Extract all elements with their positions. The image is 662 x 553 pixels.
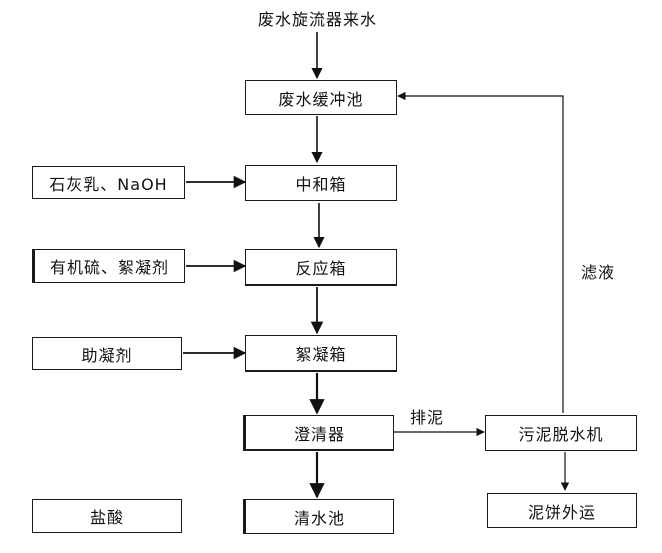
lime-naoh-input-box: 石灰乳、NaOH bbox=[32, 166, 185, 199]
arrow-filtrate-return bbox=[397, 91, 564, 413]
clarifier-box: 澄清器 bbox=[243, 415, 394, 451]
organosulfide-flocculant-input-box: 有机硫、絮凝剂 bbox=[32, 249, 185, 283]
sludge-cake-out-box: 泥饼外运 bbox=[487, 493, 637, 528]
clear-water-tank-box: 清水池 bbox=[243, 499, 394, 534]
sludge-dewatering-box: 污泥脱水机 bbox=[485, 415, 637, 451]
hydrochloric-acid-box: 盐酸 bbox=[32, 499, 182, 533]
coagulant-aid-input-box: 助凝剂 bbox=[32, 337, 182, 370]
source-label: 废水旋流器来水 bbox=[258, 10, 378, 29]
filtrate-label: 滤液 bbox=[581, 263, 616, 282]
buffer-tank-box: 废水缓冲池 bbox=[245, 80, 397, 115]
neutralization-tank-box: 中和箱 bbox=[245, 165, 397, 201]
flocculation-tank-box: 絮凝箱 bbox=[245, 335, 397, 372]
reaction-tank-box: 反应箱 bbox=[245, 249, 397, 286]
sludge-discharge-label: 排泥 bbox=[410, 408, 445, 427]
